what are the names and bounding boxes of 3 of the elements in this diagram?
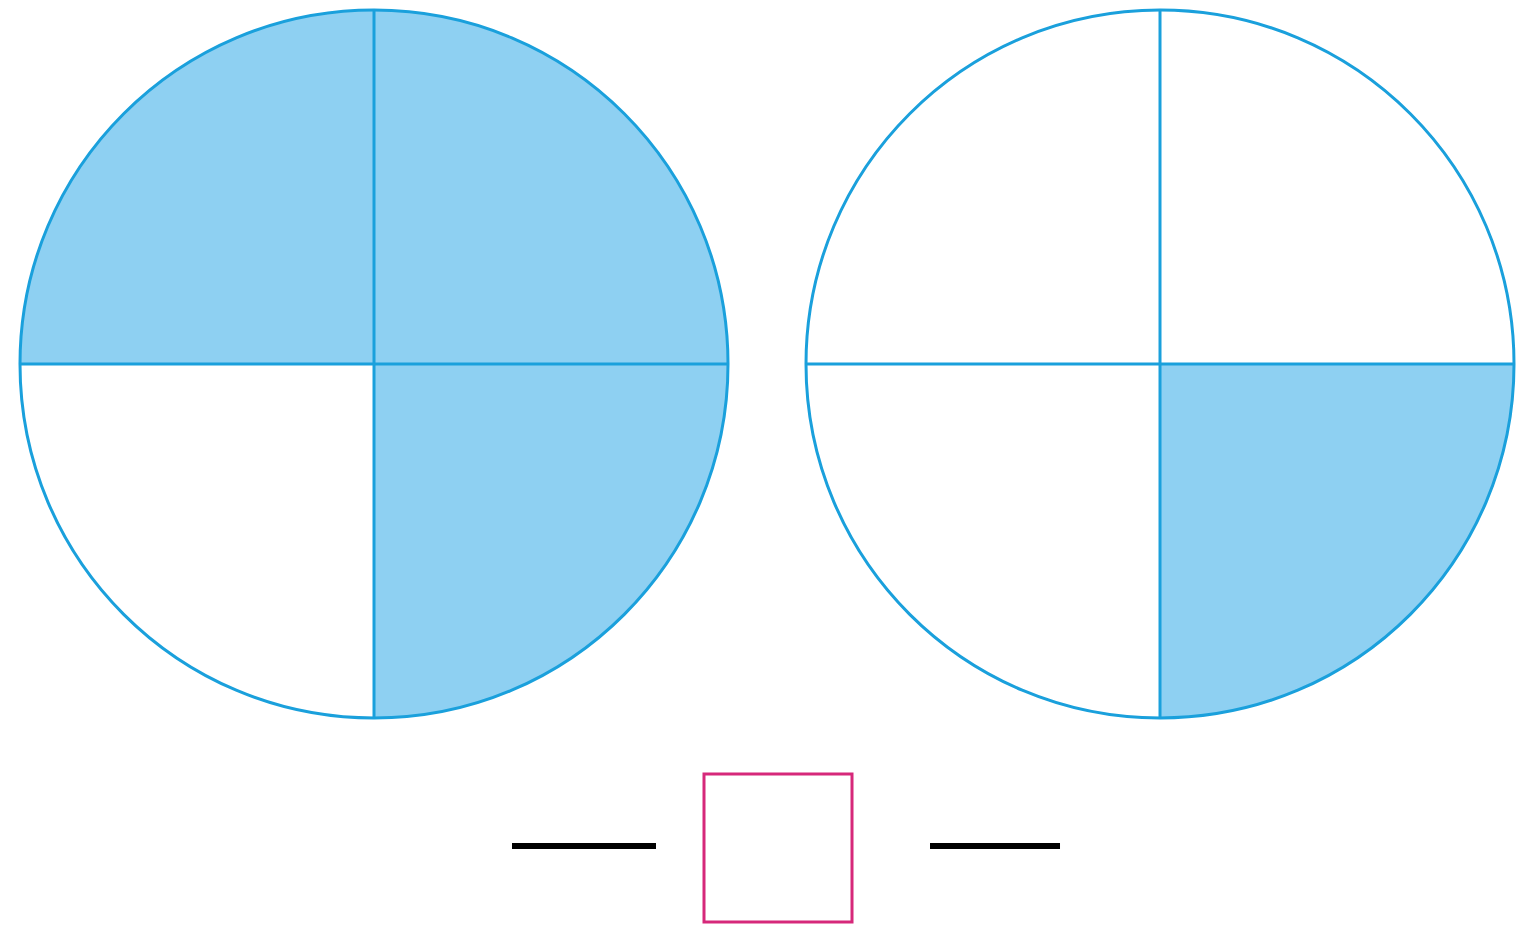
- quartered-circle: [804, 8, 1516, 720]
- quartered-circle: [18, 8, 730, 720]
- answer-box: [702, 772, 854, 924]
